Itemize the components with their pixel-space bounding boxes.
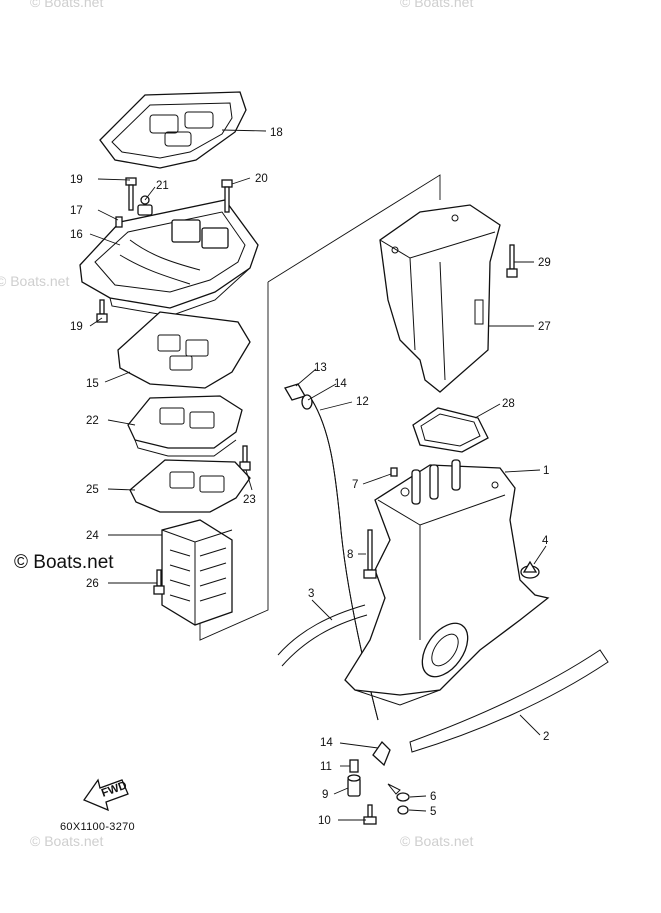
- callout-19-bottom: 19: [70, 321, 83, 333]
- watermark-top-left: © Boats.net: [30, 0, 104, 10]
- fwd-arrow-icon: FWD: [83, 778, 129, 812]
- callout-29: 29: [538, 257, 551, 269]
- fitting-21: [137, 195, 153, 216]
- brand-label: © Boats.net: [14, 552, 114, 573]
- callout-11: 11: [320, 761, 332, 773]
- upper-casing-1: [344, 459, 550, 706]
- callout-26: 26: [86, 578, 99, 590]
- strip-3: [277, 604, 366, 656]
- callout-28: 28: [502, 398, 515, 410]
- callout-5: 5: [430, 806, 436, 818]
- callout-19-top: 19: [70, 174, 83, 186]
- washer-6: [396, 792, 410, 802]
- callout-24: 24: [86, 530, 99, 542]
- fitting-14-bottom: [372, 740, 391, 767]
- nut-5: [397, 805, 409, 815]
- callout-4: 4: [542, 535, 549, 547]
- callout-2: 2: [543, 731, 549, 743]
- bushing-9: [347, 774, 361, 797]
- bolt-19-top: [125, 177, 137, 211]
- gasket-15: [117, 311, 251, 389]
- bolt-26: [153, 569, 165, 595]
- callout-13: 13: [314, 362, 327, 374]
- watermark-bottom-right: © Boats.net: [400, 833, 474, 849]
- plate-22: [127, 395, 243, 457]
- bolt-8: [363, 529, 377, 579]
- callout-21: 21: [156, 180, 169, 192]
- watermark-bottom-left: © Boats.net: [30, 833, 104, 849]
- callout-17: 17: [70, 205, 83, 217]
- callout-25: 25: [86, 484, 99, 496]
- strip-3-edge: [281, 614, 368, 667]
- bolt-10: [363, 804, 377, 825]
- callout-18: 18: [270, 127, 283, 139]
- bolt-20: [221, 179, 233, 213]
- callout-23: 23: [243, 494, 256, 506]
- callout-16: 16: [70, 229, 83, 241]
- gasket-18: [99, 91, 247, 169]
- fitting-13: [284, 383, 306, 401]
- seal-2: [409, 649, 609, 753]
- bolt-19-bottom: [96, 299, 108, 323]
- gasket-25: [129, 459, 251, 513]
- watermark-top-right: © Boats.net: [400, 0, 474, 10]
- pin-17: [115, 216, 123, 228]
- callout-14-bottom: 14: [320, 737, 333, 749]
- callout-20: 20: [255, 173, 268, 185]
- bolt-29: [506, 244, 518, 278]
- callout-9: 9: [322, 789, 328, 801]
- callout-leaders: [89, 129, 547, 821]
- pin-7: [390, 467, 398, 477]
- grommet-4: [520, 560, 540, 579]
- clip-14-top: [301, 394, 313, 410]
- callout-15: 15: [86, 378, 99, 390]
- oil-pan-27: [379, 204, 501, 393]
- callout-10: 10: [318, 815, 331, 827]
- callout-labels: 18 19 21 20 17 16 19 15 22 25 23 24 26 2…: [70, 127, 551, 827]
- callout-6: 6: [430, 791, 436, 803]
- watermark-middle-left: © Boats.net: [0, 273, 70, 289]
- pin-11: [349, 759, 359, 773]
- callout-22: 22: [86, 415, 99, 427]
- gasket-28: [412, 407, 489, 453]
- callout-14-top: 14: [334, 378, 347, 390]
- callout-1: 1: [543, 465, 549, 477]
- upper-case-16: [79, 199, 259, 317]
- bolt-23: [239, 445, 251, 471]
- diagram-code: 60X1100-3270: [60, 821, 135, 833]
- reed-block-24: [161, 519, 233, 626]
- callout-3: 3: [308, 588, 314, 600]
- callout-7: 7: [352, 479, 358, 491]
- callout-27: 27: [538, 321, 551, 333]
- clip-small: [387, 783, 401, 795]
- callout-12: 12: [356, 396, 369, 408]
- callout-8: 8: [347, 549, 353, 561]
